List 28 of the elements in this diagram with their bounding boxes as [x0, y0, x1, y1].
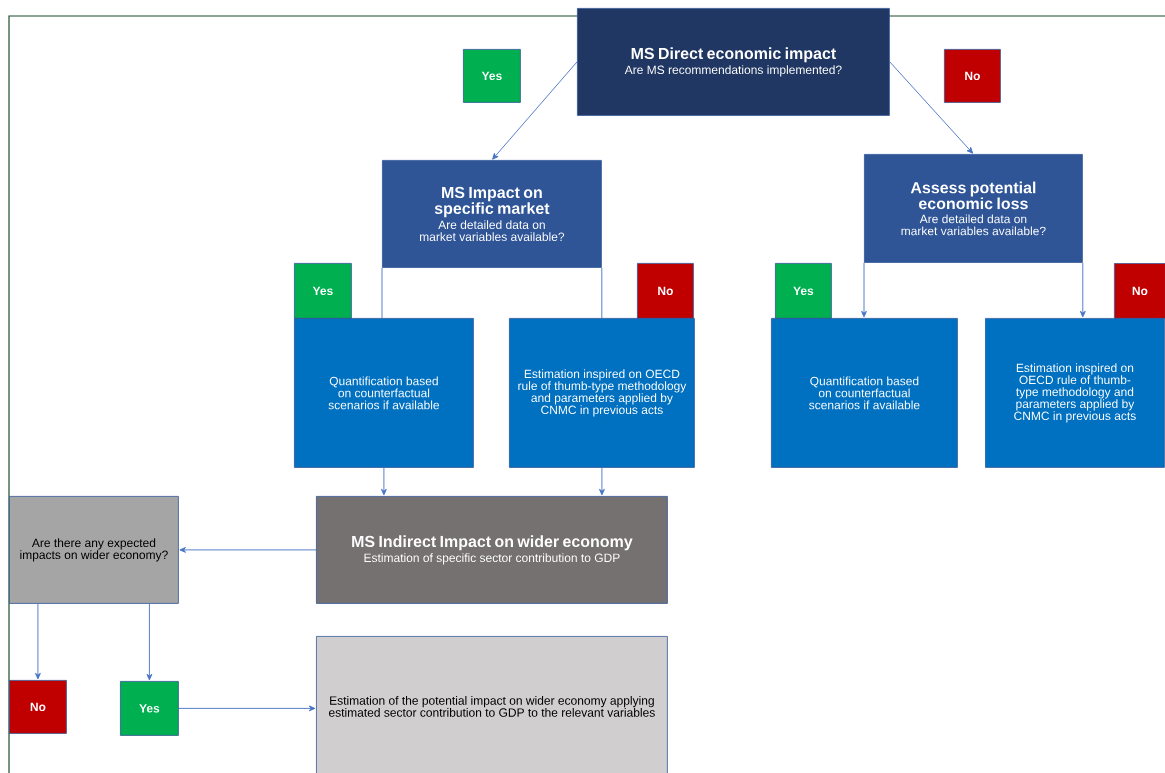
process-box: Quantification based on counterfactual scenarios if available	[294, 318, 474, 468]
arrow	[381, 467, 387, 496]
answer-tag: Yes	[775, 263, 832, 319]
process-box: MS Direct economic impact Are MS recommendations implemented?	[577, 8, 890, 116]
answer-tag: No	[9, 680, 67, 734]
arrow	[861, 262, 867, 318]
process-box: Estimation inspired on OECD rule of thumb-type methodology and parameters applied by CNMC in previous acts	[985, 318, 1165, 468]
answer-tag: Yes	[294, 263, 352, 319]
process-box: Estimation inspired on OECD rule of thumb-type methodology and parameters applied by CNMC in previous acts	[509, 318, 695, 468]
process-box: Quantification based on counterfactual scenarios if available	[771, 318, 958, 468]
arrow	[889, 61, 974, 154]
answer-tag: No	[944, 49, 1001, 103]
arrow	[1079, 262, 1086, 318]
answer-tag: Yes	[120, 681, 179, 736]
answer-tag: Yes	[463, 49, 521, 103]
process-box: Estimation of the potential impact on wider economy applying estimated sector contribution to GDP to the relevant variables	[316, 636, 668, 773]
process-box: Are there any expected impacts on wider economy?	[9, 496, 179, 604]
process-box: MS Indirect Impact on wider economy Estimation of specific sector contribution to GDP	[316, 496, 668, 604]
answer-tag: No	[637, 263, 694, 319]
arrow	[179, 547, 317, 553]
arrow	[178, 705, 316, 712]
process-box: Assess potential economic loss Are detailed data on market variables available?	[864, 154, 1083, 263]
arrow	[146, 603, 153, 681]
arrow	[599, 467, 605, 496]
process-box: MS Impact on specific market Are detailed data on market variables available?	[382, 160, 602, 268]
arrow	[35, 603, 41, 680]
answer-tag: No	[1114, 263, 1165, 319]
arrow	[492, 61, 578, 160]
